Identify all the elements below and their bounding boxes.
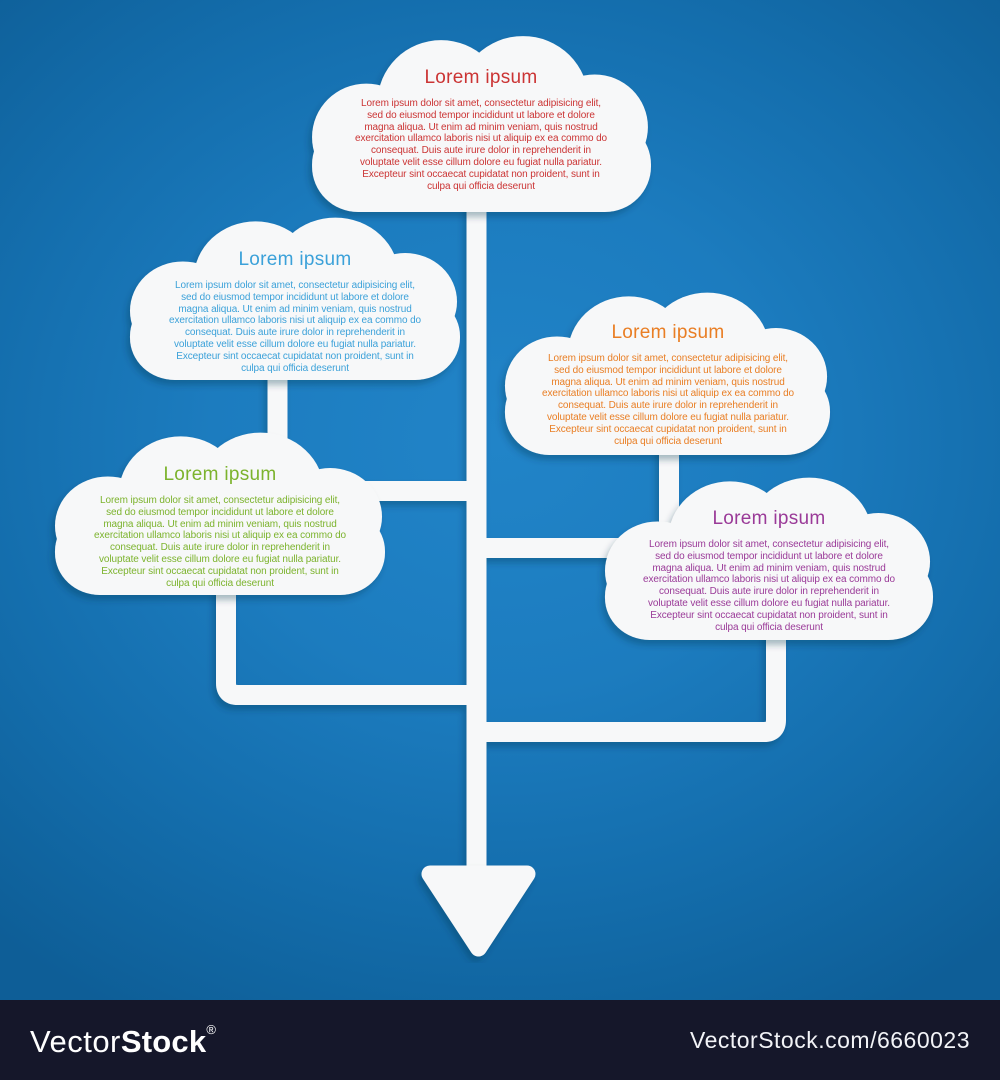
- purple-cloud-connector: [470, 620, 786, 742]
- arrow-head-icon: [421, 865, 536, 957]
- logo-prefix: Vector: [30, 1024, 121, 1059]
- watermark-bar: VectorStock® VectorStock.com/6660023: [0, 1000, 1000, 1080]
- image-credit: VectorStock.com/6660023: [690, 1026, 970, 1053]
- cloud-shape-right-upper: [504, 292, 831, 455]
- logo-suffix: Stock: [120, 1024, 207, 1059]
- green-cloud-connector: [216, 580, 480, 705]
- cloud-shape-left-upper: [129, 217, 461, 380]
- illustration-background: Lorem ipsum Lorem ipsum dolor sit amet, …: [0, 0, 1000, 1000]
- vectorstock-logo: VectorStock®: [30, 1023, 216, 1057]
- cloud-shape-right-lower: [604, 477, 934, 640]
- cloud-shape-top: [312, 36, 651, 212]
- registered-mark: ®: [206, 1022, 216, 1037]
- cloud-shape-left-lower: [54, 432, 386, 595]
- cloud-tree-diagram: [54, 36, 934, 957]
